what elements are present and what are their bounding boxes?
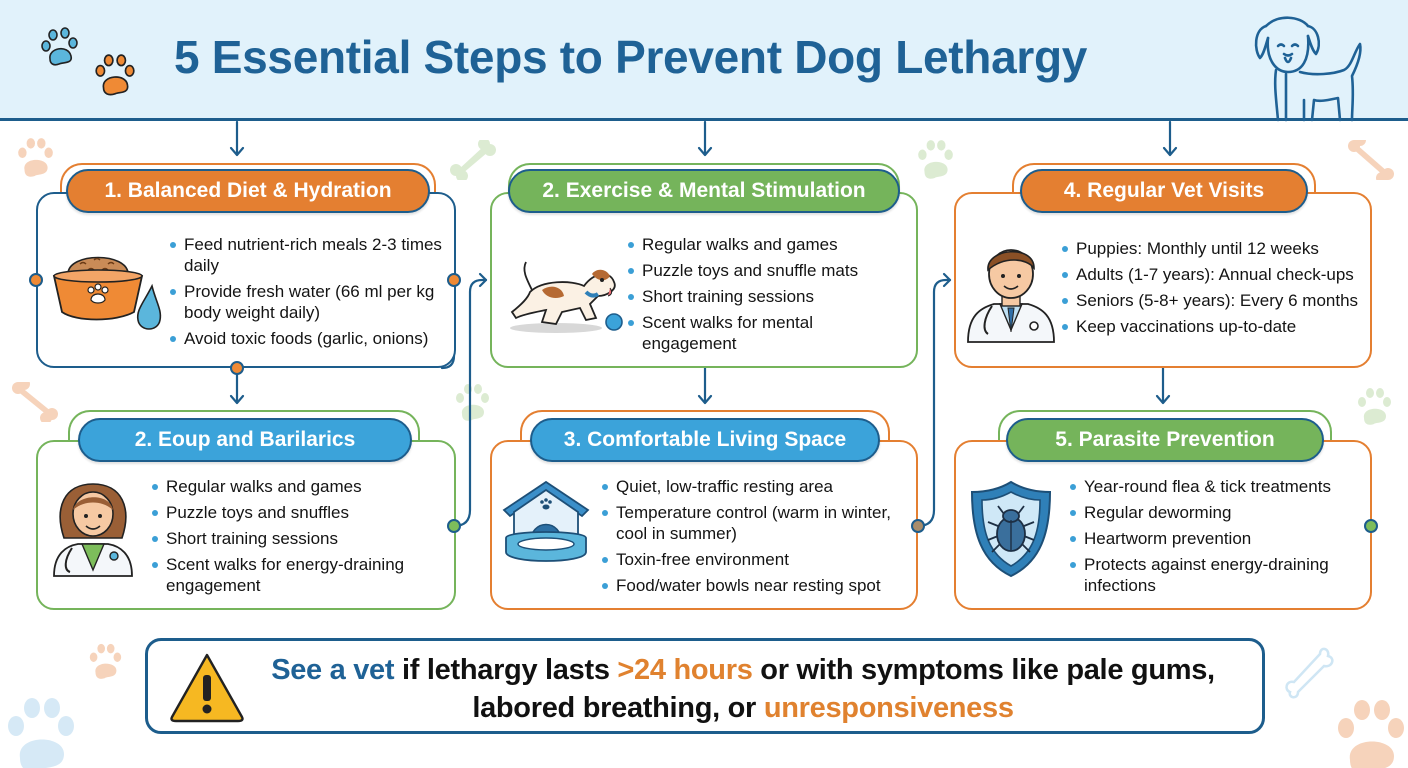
bullet-item: Regular walks and games: [626, 234, 896, 255]
card-title-pill: 3. Comfortable Living Space: [530, 418, 880, 462]
card-frame: [60, 163, 436, 203]
bullet-list: Feed nutrient-rich meals 2-3 times daily…: [168, 234, 453, 354]
card-title: 3. Comfortable Living Space: [563, 428, 847, 451]
bullet-item: Puppies: Monthly until 12 weeks: [1060, 238, 1370, 259]
running-dog-ball-icon: [510, 261, 623, 333]
bullet-list: Puppies: Monthly until 12 weeks Adults (…: [1060, 238, 1370, 342]
card-vet-visits: Puppies: Monthly until 12 weeks Adults (…: [954, 192, 1372, 368]
dog-outline-icon: [1254, 16, 1362, 122]
paw-decor-icon: [18, 138, 53, 177]
bullet-item: Puzzle toys and snuffle mats: [626, 260, 896, 281]
card-living-space: Quiet, low-traffic resting area Temperat…: [490, 440, 918, 610]
bullet-item: Year-round flea & tick treatments: [1068, 476, 1368, 497]
connector-node: [447, 273, 461, 287]
card-title: 5. Parasite Prevention: [1055, 428, 1275, 451]
bullet-item: Temperature control (warm in winter, coo…: [600, 502, 916, 544]
bone-decor-icon: [1348, 140, 1394, 180]
card-title-pill: 4. Regular Vet Visits: [1020, 169, 1308, 213]
paw-decor-icon: [89, 643, 122, 679]
bullet-item: Scent walks for mental engagement: [626, 312, 896, 354]
warning-symptom: unresponsiveness: [763, 692, 1014, 724]
card-frame: [998, 410, 1332, 450]
paw-decor-icon: [456, 384, 489, 421]
bullet-item: Provide fresh water (66 ml per kg body w…: [168, 281, 453, 323]
bullet-item: Adults (1-7 years): Annual check-ups: [1060, 264, 1370, 285]
bullet-item: Scent walks for energy-draining engageme…: [150, 554, 450, 596]
card-title: 2. Exercise & Mental Stimulation: [542, 179, 866, 202]
dog-house-bed-icon: [502, 480, 590, 562]
card-title: 4. Regular Vet Visits: [1063, 179, 1265, 202]
bone-decor-icon: [450, 140, 496, 180]
warning-callout: See a vet if lethargy lasts >24 hours or…: [145, 638, 1265, 734]
bullet-list: Year-round flea & tick treatments Regula…: [1068, 476, 1368, 601]
card-frame: [1012, 163, 1316, 203]
bullet-item: Avoid toxic foods (garlic, onions): [168, 328, 453, 349]
card-parasite: Year-round flea & tick treatments Regula…: [954, 440, 1372, 610]
header-banner: 5 Essential Steps to Prevent Dog Letharg…: [0, 0, 1408, 122]
bullet-item: Toxin-free environment: [600, 549, 916, 570]
card-title: 2. Eoup and Barilarics: [134, 428, 356, 451]
food-bowl-water-drop-icon: [52, 256, 162, 330]
warning-triangle-icon: [170, 653, 244, 723]
bullet-item: Seniors (5-8+ years): Every 6 months: [1060, 290, 1370, 311]
warning-duration: >24 hours: [617, 654, 753, 686]
warning-message: See a vet if lethargy lasts >24 hours or…: [238, 651, 1248, 727]
bullet-item: Regular deworming: [1068, 502, 1368, 523]
card-title-pill: 5. Parasite Prevention: [1006, 418, 1324, 462]
paw-orange-icon: [95, 54, 135, 96]
bullet-item: Short training sessions: [626, 286, 896, 307]
card-title-pill: 1. Balanced Diet & Hydration: [66, 169, 430, 213]
paw-decor-icon: [1358, 388, 1391, 425]
bullet-list: Quiet, low-traffic resting area Temperat…: [600, 476, 916, 601]
bullet-item: Feed nutrient-rich meals 2-3 times daily: [168, 234, 453, 276]
warning-text: or with symptoms like pale gums,: [752, 654, 1215, 686]
female-vet-icon: [53, 483, 133, 577]
paw-decor-icon: [1338, 700, 1404, 768]
card-title-pill: 2. Exercise & Mental Stimulation: [508, 169, 900, 213]
warning-emphasis: See a vet: [271, 654, 395, 686]
bullet-item: Short training sessions: [150, 528, 450, 549]
connector-node: [230, 361, 244, 375]
paw-decor-icon: [918, 140, 953, 179]
warning-text: labored breathing, or: [472, 692, 764, 724]
card-frame: [68, 410, 420, 450]
paw-decor-icon: [8, 698, 74, 768]
bullet-list: Regular walks and games Puzzle toys and …: [626, 234, 896, 359]
bullet-item: Quiet, low-traffic resting area: [600, 476, 916, 497]
male-vet-icon: [967, 249, 1055, 343]
connector-node: [29, 273, 43, 287]
card-equip: Regular walks and games Puzzle toys and …: [36, 440, 456, 610]
card-balanced-diet: Feed nutrient-rich meals 2-3 times daily…: [36, 192, 456, 368]
warning-text: if lethargy lasts: [394, 654, 618, 686]
bullet-list: Regular walks and games Puzzle toys and …: [150, 476, 450, 601]
card-title: 1. Balanced Diet & Hydration: [104, 179, 392, 202]
bullet-item: Puzzle toys and snuffles: [150, 502, 450, 523]
page-title: 5 Essential Steps to Prevent Dog Letharg…: [174, 31, 1088, 83]
connector-node: [447, 519, 461, 533]
bullet-item: Protects against energy-draining infecti…: [1068, 554, 1368, 596]
card-exercise: Regular walks and games Puzzle toys and …: [490, 192, 918, 368]
bone-decor-icon: [12, 382, 58, 422]
card-frame: [520, 410, 890, 450]
card-title-pill: 2. Eoup and Barilarics: [78, 418, 412, 462]
bullet-item: Regular walks and games: [150, 476, 450, 497]
bullet-item: Keep vaccinations up-to-date: [1060, 316, 1370, 337]
connector-node: [911, 519, 925, 533]
bullet-item: Food/water bowls near resting spot: [600, 575, 916, 596]
shield-bug-icon: [970, 480, 1052, 578]
paw-blue-icon: [41, 27, 78, 66]
bone-outline-decor-icon: [1285, 647, 1334, 699]
connector-node: [1364, 519, 1378, 533]
bullet-item: Heartworm prevention: [1068, 528, 1368, 549]
